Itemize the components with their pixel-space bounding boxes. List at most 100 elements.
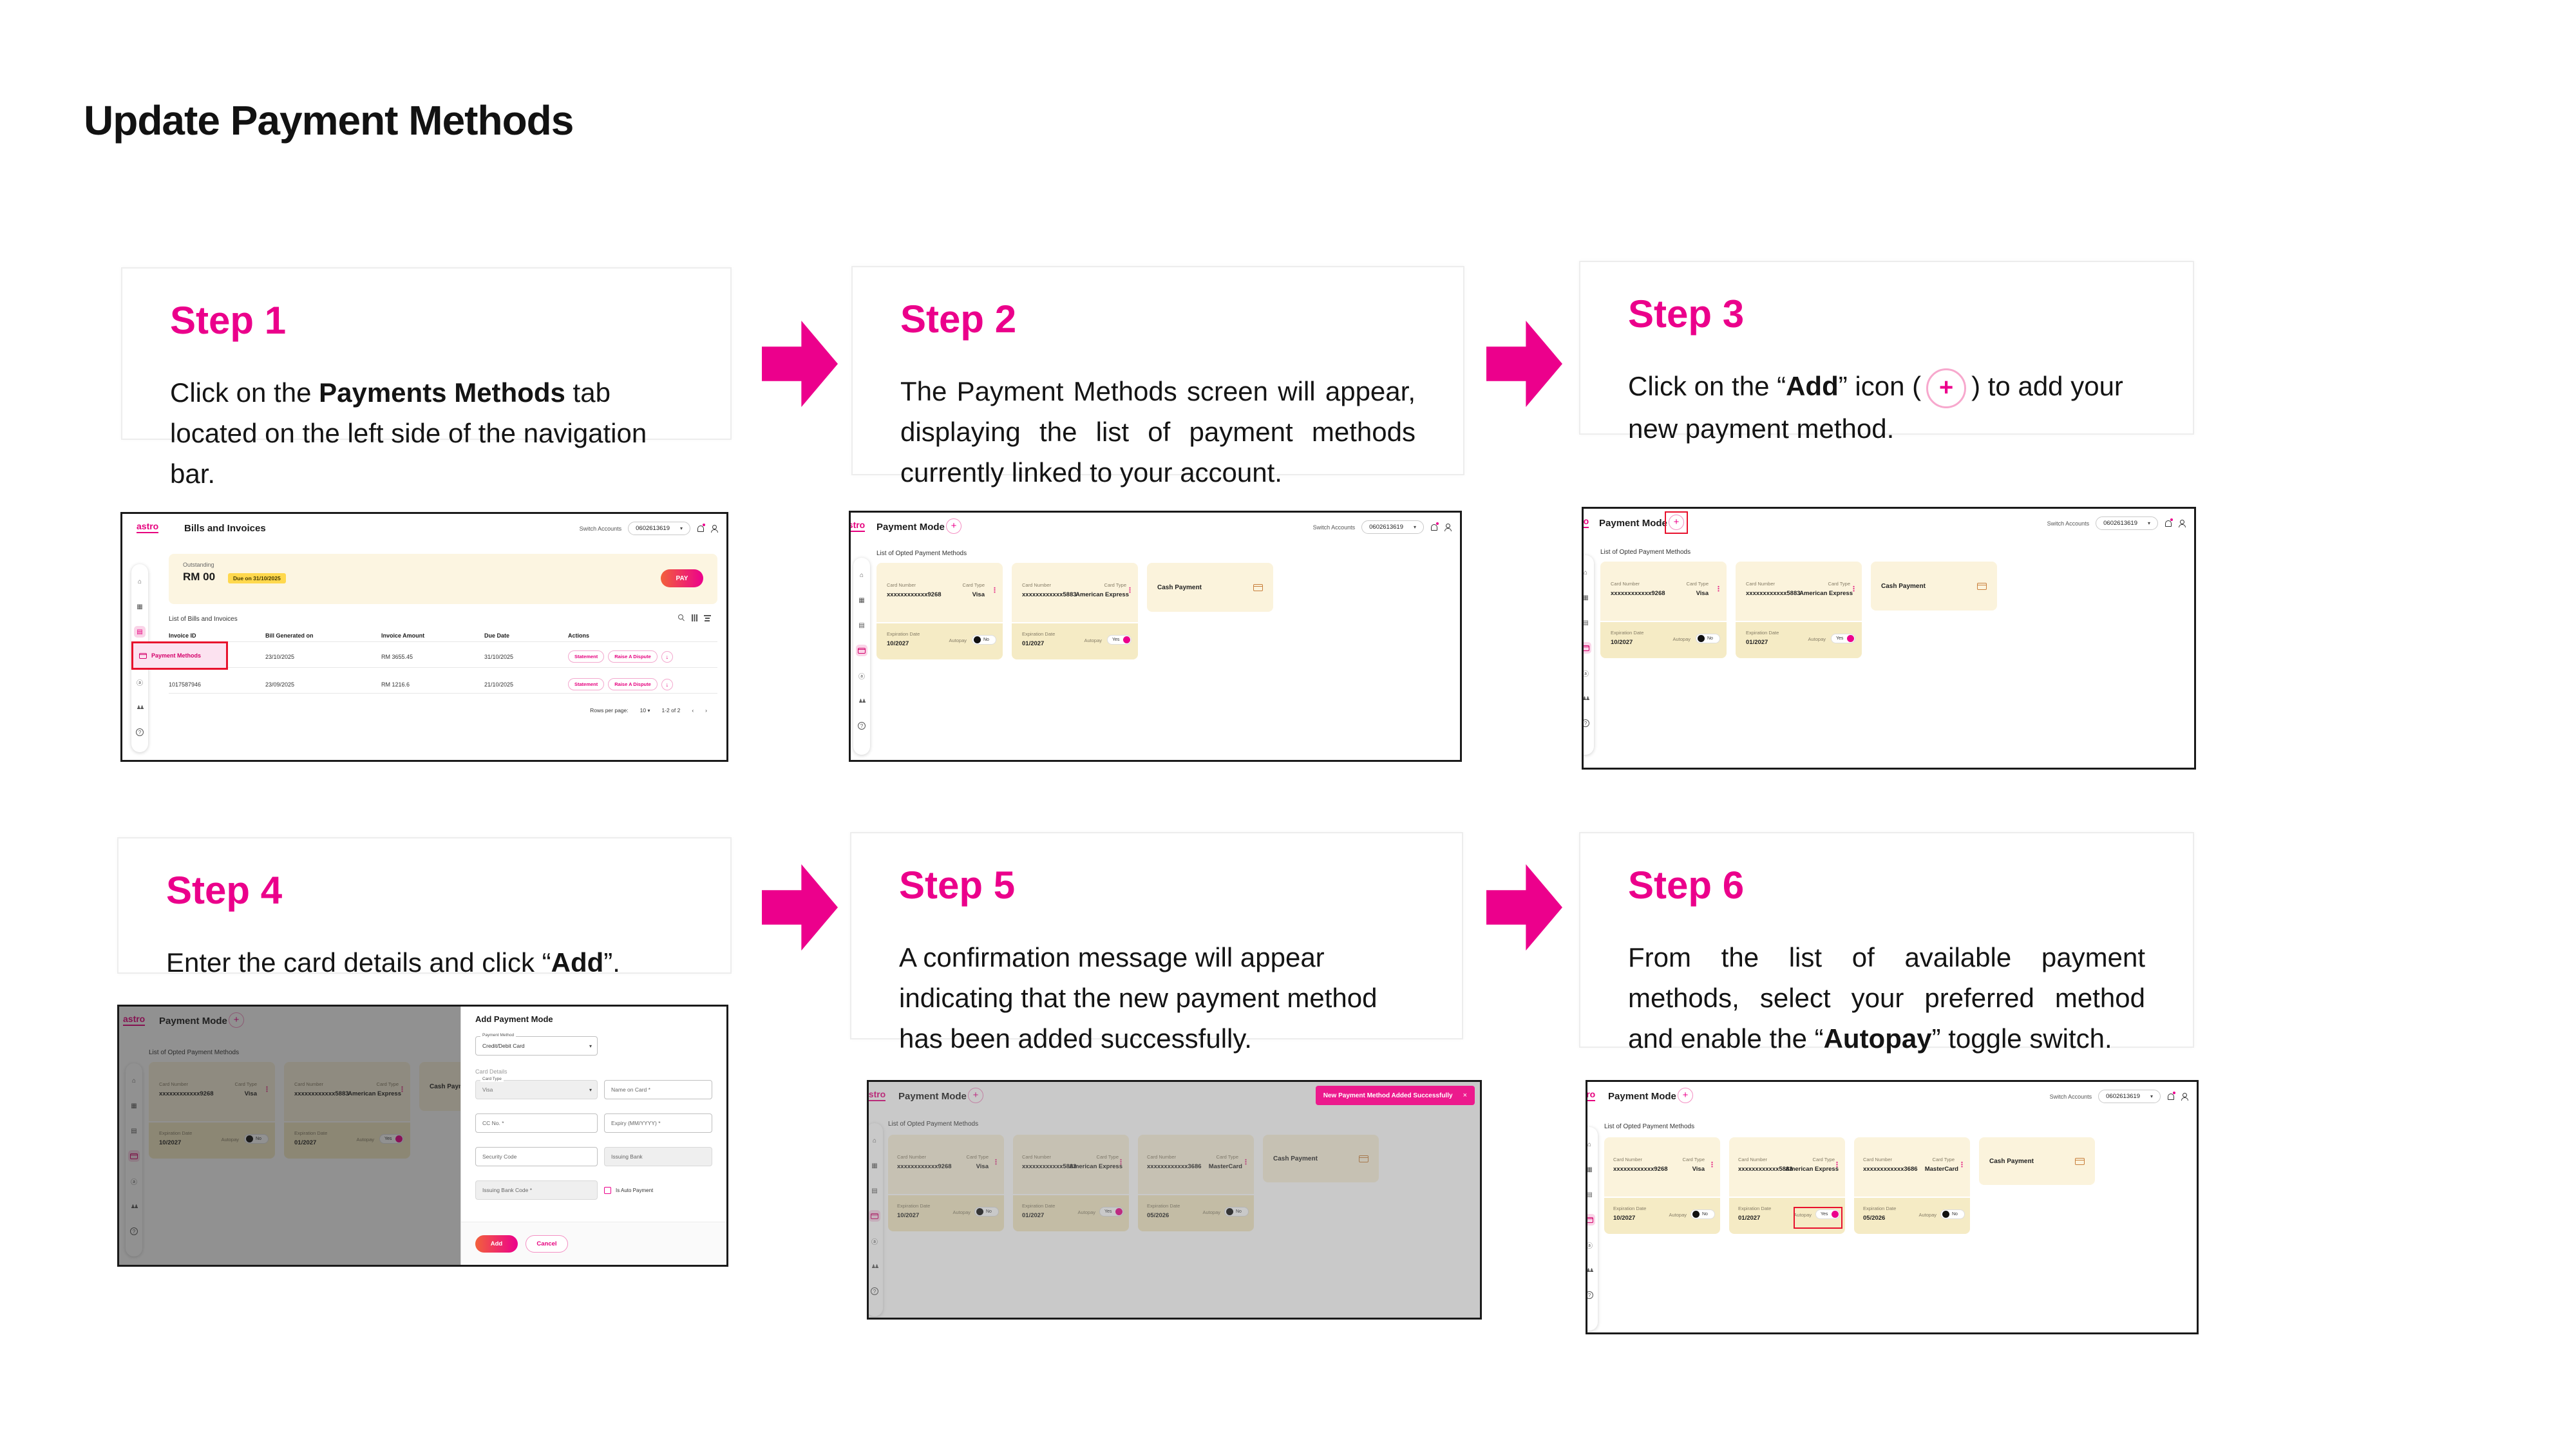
autopay-toggle[interactable]: Yes [379, 1134, 404, 1144]
cancel-button[interactable]: Cancel [526, 1235, 568, 1253]
sidebar-item-help-icon[interactable]: ? [871, 1287, 878, 1295]
sidebar-item-account-icon[interactable]: ⓐ [137, 679, 143, 687]
account-dropdown[interactable]: 0602613619▾ [1361, 520, 1424, 534]
account-dropdown[interactable]: 0602613619▾ [2096, 516, 2158, 530]
sidebar-item-family-icon[interactable]: ♟♟ [136, 704, 144, 710]
kebab-menu-icon[interactable]: ⋮ [1850, 585, 1857, 593]
autopay-toggle[interactable]: No [1690, 1209, 1715, 1219]
pay-button[interactable]: PAY [661, 569, 703, 587]
notifications-bell-icon[interactable] [2164, 518, 2173, 527]
profile-icon[interactable] [2178, 519, 2186, 527]
statement-button[interactable]: Statement [568, 650, 605, 663]
sidebar-item-help-icon[interactable]: ? [1584, 719, 1589, 727]
profile-icon[interactable] [710, 524, 718, 533]
notifications-bell-icon[interactable] [697, 524, 705, 533]
auto-payment-checkbox[interactable] [604, 1187, 611, 1194]
sidebar-item-apps-icon[interactable]: ▦ [1586, 1166, 1593, 1173]
sidebar-item-help-icon[interactable]: ? [130, 1227, 138, 1235]
rows-per-page-select[interactable]: 10 ▾ [640, 707, 650, 714]
sidebar-item-account-icon[interactable]: ⓐ [131, 1179, 137, 1186]
next-page-icon[interactable]: › [705, 707, 707, 714]
sidebar-item-bills-icon[interactable]: ▤ [858, 621, 865, 629]
kebab-menu-icon[interactable]: ⋮ [1709, 1161, 1716, 1169]
sidebar-item-home-icon[interactable]: ⌂ [1583, 569, 1588, 576]
add-payment-button[interactable]: + [229, 1012, 244, 1028]
download-icon[interactable]: ↓ [661, 650, 673, 663]
raise-dispute-button[interactable]: Raise A Dispute [608, 678, 658, 690]
sidebar-item-bills-icon[interactable]: ▤ [1582, 619, 1589, 627]
card-type-select[interactable]: Card Type Visa ▾ [475, 1077, 598, 1099]
kebab-menu-icon[interactable]: ⋮ [992, 1159, 999, 1166]
sidebar-item-family-icon[interactable]: ♟♟ [1586, 1267, 1594, 1273]
security-code-input[interactable]: Security Code [475, 1147, 598, 1166]
columns-icon[interactable] [691, 614, 698, 621]
sidebar-item-bills-icon[interactable]: ▤ [871, 1187, 878, 1195]
sidebar-item-payment-methods-icon[interactable] [1587, 1214, 1595, 1226]
close-icon[interactable]: × [1463, 1092, 1467, 1099]
autopay-toggle[interactable]: Yes [1099, 1207, 1124, 1217]
add-payment-button[interactable]: + [1669, 515, 1684, 530]
sidebar-item-family-icon[interactable]: ♟♟ [871, 1263, 879, 1269]
sidebar-item-account-icon[interactable]: ⓐ [871, 1238, 878, 1246]
sidebar-item-apps-icon[interactable]: ▦ [858, 596, 865, 604]
profile-icon[interactable] [2181, 1092, 2188, 1101]
sidebar-item-home-icon[interactable]: ⌂ [1587, 1141, 1592, 1148]
profile-icon[interactable] [1444, 523, 1452, 531]
sidebar-item-apps-icon[interactable]: ▦ [137, 603, 143, 611]
issuing-bank-code-input[interactable]: Issuing Bank Code * [475, 1180, 598, 1200]
kebab-menu-icon[interactable]: ⋮ [1958, 1161, 1965, 1169]
kebab-menu-icon[interactable]: ⋮ [1833, 1161, 1841, 1169]
sidebar-item-home-icon[interactable]: ⌂ [872, 1137, 877, 1144]
kebab-menu-icon[interactable]: ⋮ [263, 1086, 270, 1094]
notifications-bell-icon[interactable] [2167, 1092, 2175, 1101]
autopay-toggle[interactable]: No [1224, 1207, 1249, 1217]
statement-button[interactable]: Statement [568, 678, 605, 690]
name-on-card-input[interactable]: Name on Card * [604, 1080, 712, 1099]
add-button[interactable]: Add [475, 1235, 518, 1253]
notifications-bell-icon[interactable] [1430, 522, 1439, 531]
autopay-toggle[interactable]: No [972, 635, 996, 645]
kebab-menu-icon[interactable]: ⋮ [1126, 587, 1133, 594]
kebab-menu-icon[interactable]: ⋮ [399, 1086, 406, 1094]
payment-method-select[interactable]: Payment Method Credit/Debit Card ▾ [475, 1033, 598, 1056]
kebab-menu-icon[interactable]: ⋮ [991, 587, 998, 594]
autopay-toggle[interactable]: Yes [1107, 635, 1132, 645]
sidebar-item-help-icon[interactable]: ? [136, 728, 144, 736]
sidebar-item-apps-icon[interactable]: ▦ [131, 1102, 137, 1110]
account-dropdown[interactable]: 0602613619▾ [628, 522, 690, 535]
sidebar-item-payment-methods-icon[interactable] [869, 1210, 880, 1222]
sidebar-item-account-icon[interactable]: ⓐ [1582, 670, 1589, 678]
autopay-toggle[interactable]: No [974, 1207, 999, 1217]
sidebar-item-account-icon[interactable]: ⓐ [858, 673, 865, 681]
sidebar-item-payment-methods-icon[interactable] [1584, 642, 1591, 654]
add-payment-button[interactable]: + [946, 518, 961, 534]
account-dropdown[interactable]: 0602613619▾ [2098, 1090, 2161, 1103]
sidebar-item-help-icon[interactable]: ? [1587, 1291, 1593, 1299]
sidebar-item-bills-icon[interactable]: ▤ [1586, 1191, 1593, 1198]
sidebar-item-payment-methods-icon[interactable] [128, 1150, 140, 1162]
sidebar-item-apps-icon[interactable]: ▦ [871, 1162, 878, 1170]
expiry-input[interactable]: Expiry (MM/YYYY) * [604, 1113, 712, 1133]
autopay-toggle[interactable]: Yes [1831, 634, 1855, 643]
issuing-bank-input[interactable]: Issuing Bank [604, 1147, 712, 1166]
search-icon[interactable] [678, 614, 685, 621]
sidebar-item-bills-icon[interactable]: ▤ [131, 1127, 137, 1135]
autopay-toggle[interactable]: No [244, 1134, 269, 1144]
autopay-toggle[interactable]: No [1696, 634, 1720, 643]
sidebar-item-help-icon[interactable]: ? [858, 722, 866, 730]
raise-dispute-button[interactable]: Raise A Dispute [608, 650, 658, 663]
sidebar-item-bills-icon[interactable]: ▤ [134, 626, 146, 638]
payment-methods-highlight[interactable]: Payment Methods [131, 641, 228, 670]
autopay-toggle[interactable]: Yes [1815, 1209, 1840, 1219]
kebab-menu-icon[interactable]: ⋮ [1117, 1159, 1124, 1166]
sidebar-item-apps-icon[interactable]: ▦ [1582, 594, 1589, 601]
sidebar-item-account-icon[interactable]: ⓐ [1586, 1242, 1593, 1250]
add-payment-button[interactable]: + [968, 1088, 983, 1103]
filter-icon[interactable] [704, 614, 711, 621]
prev-page-icon[interactable]: ‹ [692, 707, 694, 714]
autopay-toggle[interactable]: No [1940, 1209, 1965, 1219]
sidebar-item-home-icon[interactable]: ⌂ [131, 1077, 137, 1084]
sidebar-item-home-icon[interactable]: ⌂ [859, 571, 864, 579]
sidebar-item-family-icon[interactable]: ♟♟ [130, 1203, 138, 1209]
add-payment-button[interactable]: + [1678, 1088, 1693, 1103]
